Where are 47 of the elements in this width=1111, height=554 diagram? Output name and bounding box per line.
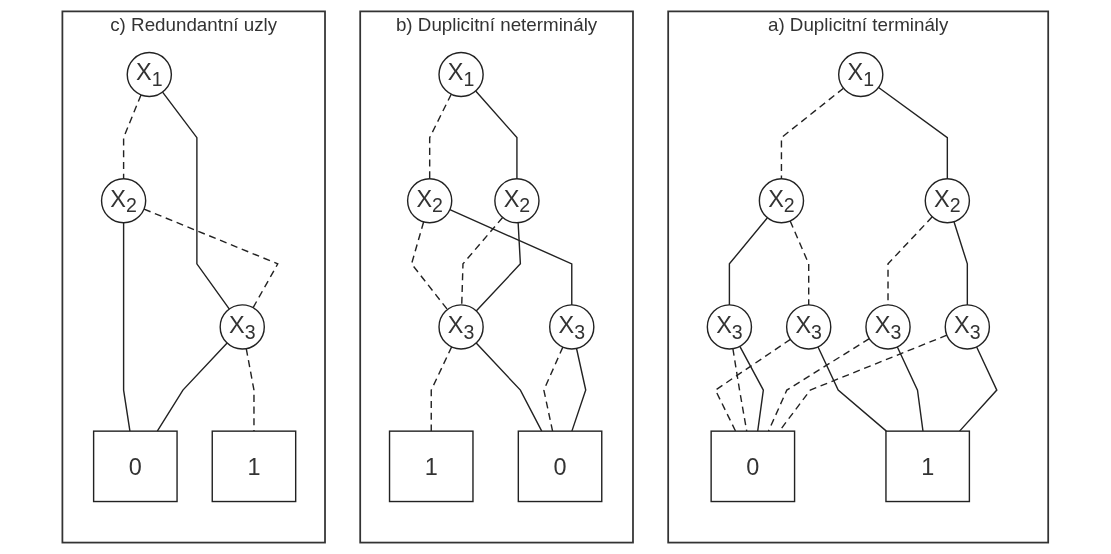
connector xyxy=(162,91,231,310)
connector xyxy=(543,346,564,432)
connector xyxy=(430,346,453,432)
connector xyxy=(475,342,543,432)
node-box: 0 xyxy=(517,430,603,503)
node-circle: X$_{1}$ xyxy=(838,51,884,98)
connector xyxy=(449,209,573,306)
connector xyxy=(714,338,792,432)
connector xyxy=(123,94,142,180)
node-box: 0 xyxy=(710,430,796,503)
connector xyxy=(429,93,453,180)
connector xyxy=(739,345,765,432)
connector xyxy=(878,86,949,180)
node-circle: X$_{2}$ xyxy=(924,178,971,224)
connector xyxy=(817,346,888,432)
connector xyxy=(475,90,518,180)
node-circle: X$_{3}$ xyxy=(549,304,595,350)
node-circle: X$_{3}$ xyxy=(944,304,991,350)
node-box: 0 xyxy=(93,430,178,503)
node-circle: X$_{1}$ xyxy=(126,51,173,98)
node-circle: X$_{3}$ xyxy=(865,304,911,350)
node-circle: X$_{2}$ xyxy=(758,178,805,224)
node-circle: X$_{3}$ xyxy=(786,304,832,350)
node-box: 1 xyxy=(885,430,971,503)
connector xyxy=(896,346,924,432)
connector xyxy=(156,342,229,432)
connector xyxy=(789,220,810,306)
node-circle: X$_{3}$ xyxy=(219,304,266,350)
node-circle: X$_{3}$ xyxy=(706,304,753,350)
connector xyxy=(959,346,998,432)
connector xyxy=(123,222,131,432)
node-box: 1 xyxy=(211,430,297,503)
connector xyxy=(475,222,522,312)
node-box: 1 xyxy=(389,430,474,503)
node-circle: X$_{2}$ xyxy=(101,178,147,224)
connector xyxy=(411,221,449,311)
connector xyxy=(780,87,845,180)
connector xyxy=(728,217,769,306)
connector xyxy=(953,221,969,306)
connector xyxy=(461,216,504,306)
node-circle: X$_{2}$ xyxy=(407,178,453,224)
connector xyxy=(778,334,948,432)
node-circle: X$_{3}$ xyxy=(438,304,485,350)
node-circle: X$_{2}$ xyxy=(494,178,540,224)
node-circle: X$_{1}$ xyxy=(438,51,485,98)
connector xyxy=(571,347,587,432)
connector xyxy=(143,208,279,309)
